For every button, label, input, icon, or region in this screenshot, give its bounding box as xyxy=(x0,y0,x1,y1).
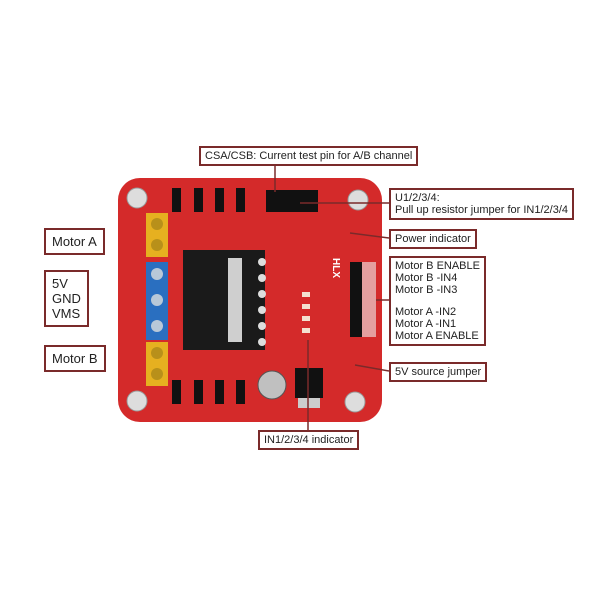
power-indicator-label: Power indicator xyxy=(389,229,477,249)
pin-label: VMS xyxy=(52,306,81,321)
motor-pins-label: Motor B ENABLE Motor B -IN4 Motor B -IN3… xyxy=(389,256,486,346)
source-jumper-label: 5V source jumper xyxy=(389,362,488,382)
in-indicator-label: IN1/2/3/4 indicator xyxy=(258,430,360,450)
pull-up-jumper-label: U1/2/3/4: Pull up resistor jumper for IN… xyxy=(389,188,575,220)
pin-label: Motor A -IN1 xyxy=(395,318,457,330)
terminal-motor-b xyxy=(146,342,168,386)
diodes xyxy=(172,188,245,404)
pin-label: Motor B -IN4 xyxy=(395,272,458,284)
motor-b-label: Motor B xyxy=(44,345,106,372)
leds xyxy=(302,292,310,333)
capacitor xyxy=(257,370,287,400)
pin-label: GND xyxy=(52,291,81,306)
heatsink xyxy=(183,250,266,350)
jumper-header xyxy=(266,190,318,212)
pull-up-jumper-title: U1/2/3/4: xyxy=(395,192,440,204)
pin-label: Motor A -IN2 xyxy=(395,306,457,318)
pin-label: Motor A ENABLE xyxy=(395,330,479,342)
input-header xyxy=(350,262,376,337)
regulator xyxy=(295,368,323,408)
callout-lines xyxy=(274,166,390,430)
silkscreen-text: HLX xyxy=(330,258,341,278)
pull-up-jumper-desc: Pull up resistor jumper for IN1/2/3/4 xyxy=(395,204,569,216)
pin-label: 5V xyxy=(52,276,68,291)
terminal-power xyxy=(146,262,168,340)
pin-label: Motor B -IN3 xyxy=(395,284,458,296)
motor-a-label: Motor A xyxy=(44,228,105,255)
csa-csb-label: CSA/CSB: Current test pin for A/B channe… xyxy=(199,146,419,166)
pin-label: Motor B ENABLE xyxy=(395,260,480,272)
power-pins-label: 5V GND VMS xyxy=(44,270,89,327)
terminal-motor-a xyxy=(146,213,168,257)
mounting-holes xyxy=(126,187,369,413)
